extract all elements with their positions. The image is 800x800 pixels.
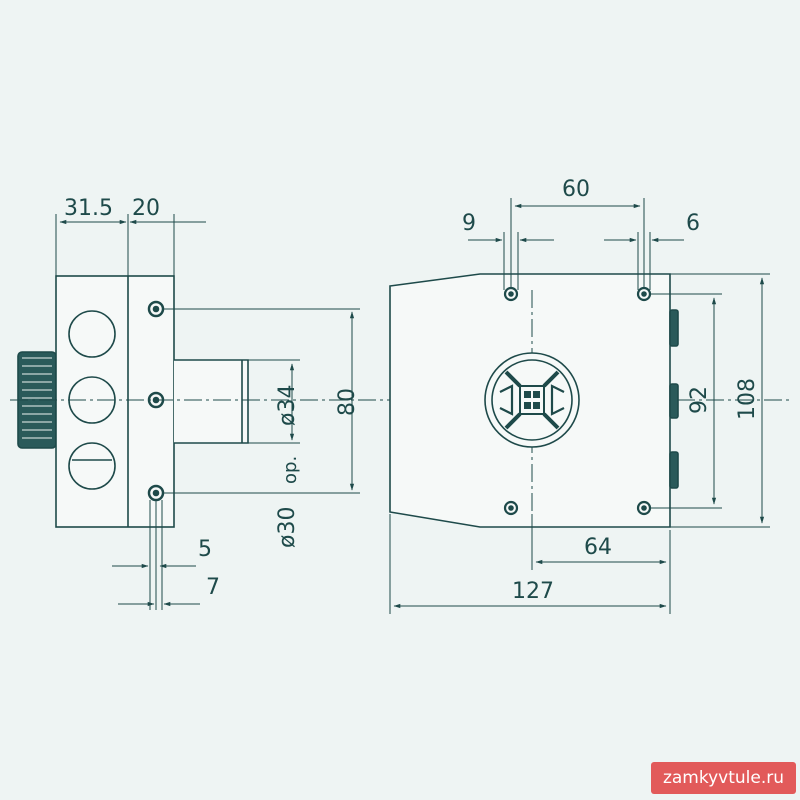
- dim-label-dia-34: ø34: [275, 385, 300, 426]
- dim-label-6: 6: [686, 211, 700, 236]
- dim-label-60: 60: [562, 177, 590, 202]
- watermark-label: zamkyvtule.ru: [650, 762, 796, 794]
- dim-label-92: 92: [687, 386, 712, 414]
- dim-label-alt-note: op.: [280, 456, 301, 484]
- dim-label-80: 80: [335, 388, 360, 416]
- dimension-lines-front: [389, 198, 770, 614]
- dim-label-9: 9: [462, 211, 476, 236]
- dim-label-108: 108: [735, 378, 760, 420]
- dim-label-20: 20: [132, 196, 160, 221]
- dimension-lines-side: [55, 214, 360, 610]
- cylinder-circle-top: [68, 310, 116, 358]
- dim-label-31-5: 31.5: [64, 196, 113, 221]
- bolt-cylinder: [174, 359, 249, 444]
- side-view: [10, 214, 790, 610]
- front-view: [389, 198, 770, 614]
- dim-label-dia-30: ø30: [275, 507, 300, 548]
- dim-label-127: 127: [512, 579, 554, 604]
- dim-label-64: 64: [584, 535, 612, 560]
- cylinder-rosette: [484, 352, 580, 448]
- dim-label-7: 7: [206, 575, 220, 600]
- cylinder-circle-bottom: [68, 442, 116, 490]
- dim-label-5: 5: [198, 537, 212, 562]
- bolt-tabs: [669, 309, 679, 489]
